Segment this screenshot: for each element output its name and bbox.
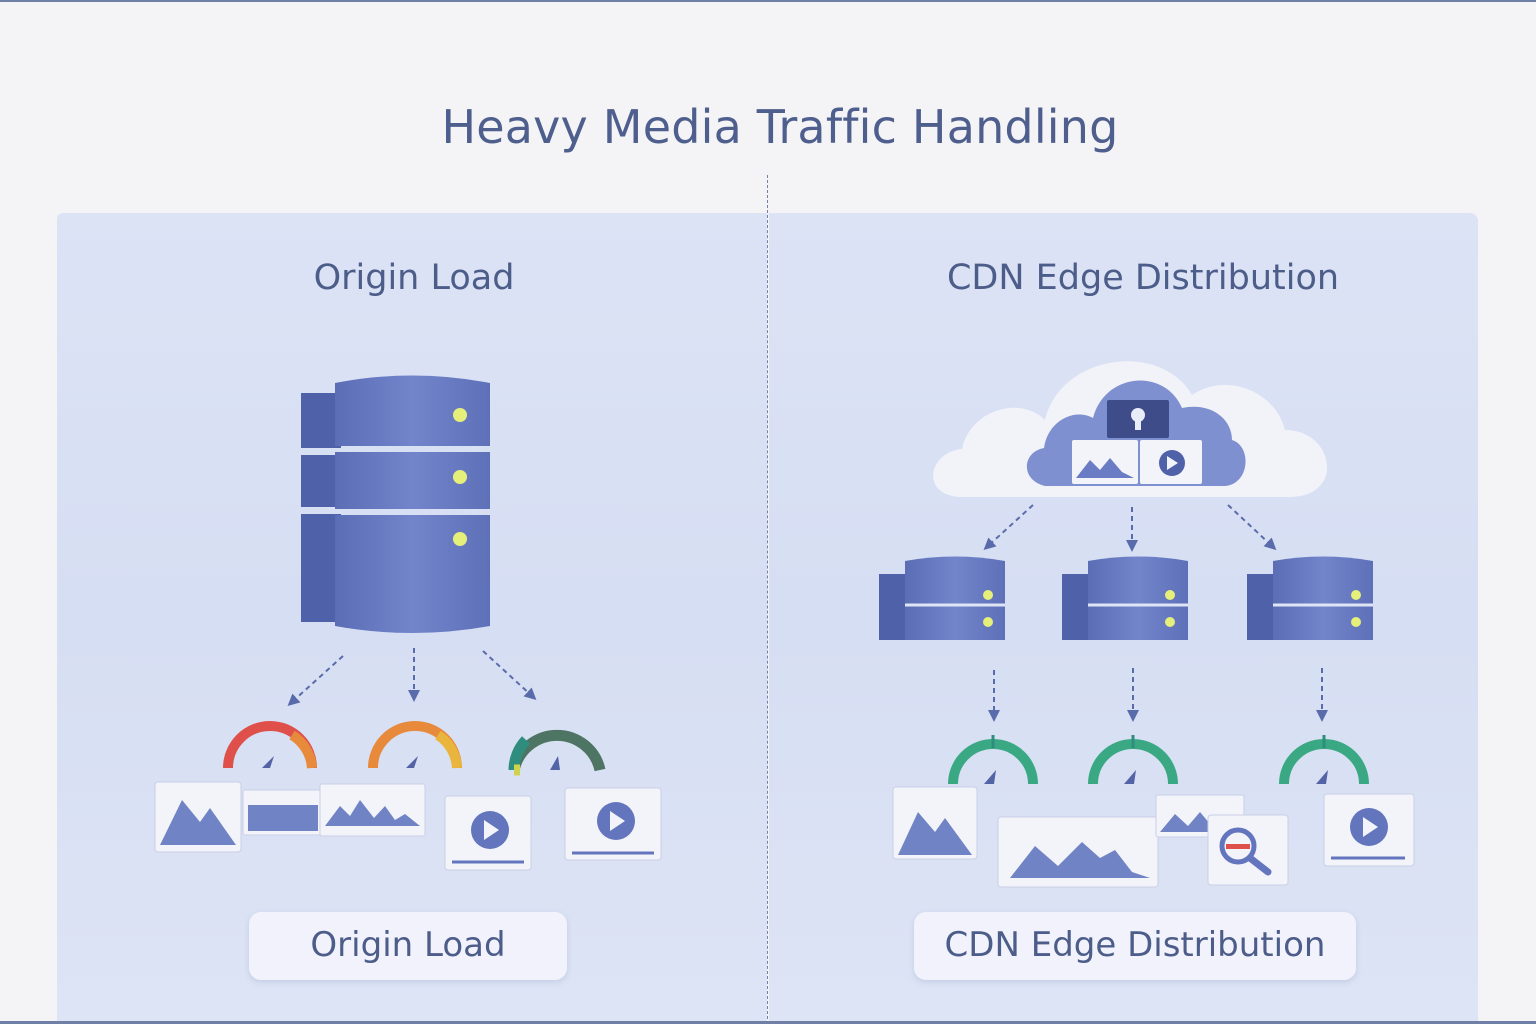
edge-server-1-icon [879,556,1005,640]
origin-video-tile-icon [444,795,532,871]
cdn-cloud-icon [933,361,1328,497]
origin-image-tile-icon [154,781,242,853]
origin-gauge-red-icon [223,721,317,769]
origin-gauge-orange-icon [368,721,462,769]
cdn-search-tile-icon [1207,814,1289,886]
origin-image-wide-icon [319,783,426,837]
origin-load-label: Origin Load [249,912,567,980]
edge-server-2-icon [1062,556,1188,640]
origin-server-icon [301,375,490,633]
cdn-gauge-2-icon [1088,735,1178,785]
cdn-image-tile-icon [892,786,978,860]
cdn-heading: CDN Edge Distribution [946,258,1340,298]
cdn-image-wide-icon [997,816,1159,888]
cdn-gauge-1-icon [948,735,1038,785]
cdn-video-tile-icon [1323,793,1415,867]
top-frame-line [0,0,1536,2]
bottom-frame-line [0,1021,1536,1024]
cdn-cloud-arrows [983,504,1277,552]
center-divider [767,175,768,1024]
edge-arrows [988,668,1328,722]
origin-image-strip-icon [242,789,322,836]
cdn-gauge-3-icon [1279,735,1369,785]
cdn-edge-label: CDN Edge Distribution [914,912,1356,980]
origin-arrows [287,648,537,707]
edge-server-3-icon [1247,556,1373,640]
origin-gauge-green-icon [508,729,606,776]
origin-heading: Origin Load [313,258,515,298]
page-title: Heavy Media Traffic Handling [441,100,1119,154]
origin-video-tile-icon-2 [564,787,662,861]
